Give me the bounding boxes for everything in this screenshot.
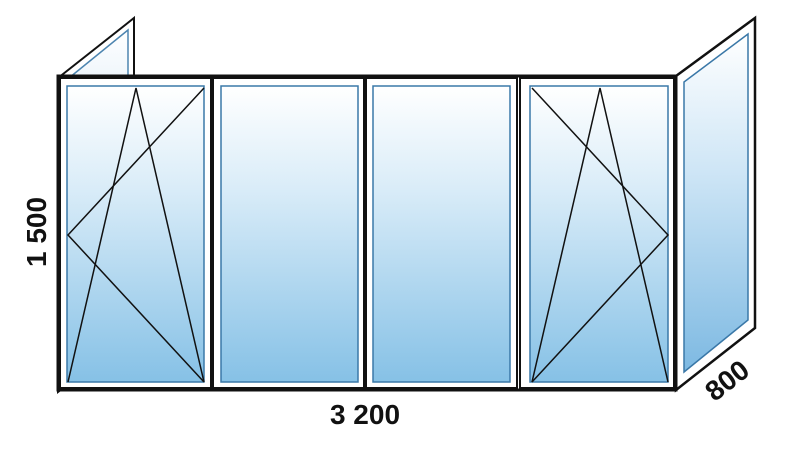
width-dimension-label: 3 200 [330, 399, 400, 430]
sash-2-fixed [212, 77, 365, 389]
glass-pane [372, 85, 511, 383]
sash-4-tilt-turn [519, 77, 675, 389]
glass-pane [529, 85, 669, 383]
right-side-panel [674, 15, 757, 393]
opening-indicator [66, 87, 205, 383]
opening-indicator [531, 87, 670, 383]
glass-pane [220, 85, 359, 383]
sash-1-tilt-turn [59, 77, 212, 389]
height-dimension-label: 1 500 [21, 197, 52, 267]
glass-pane [66, 85, 205, 383]
sash-3-fixed [365, 77, 518, 389]
